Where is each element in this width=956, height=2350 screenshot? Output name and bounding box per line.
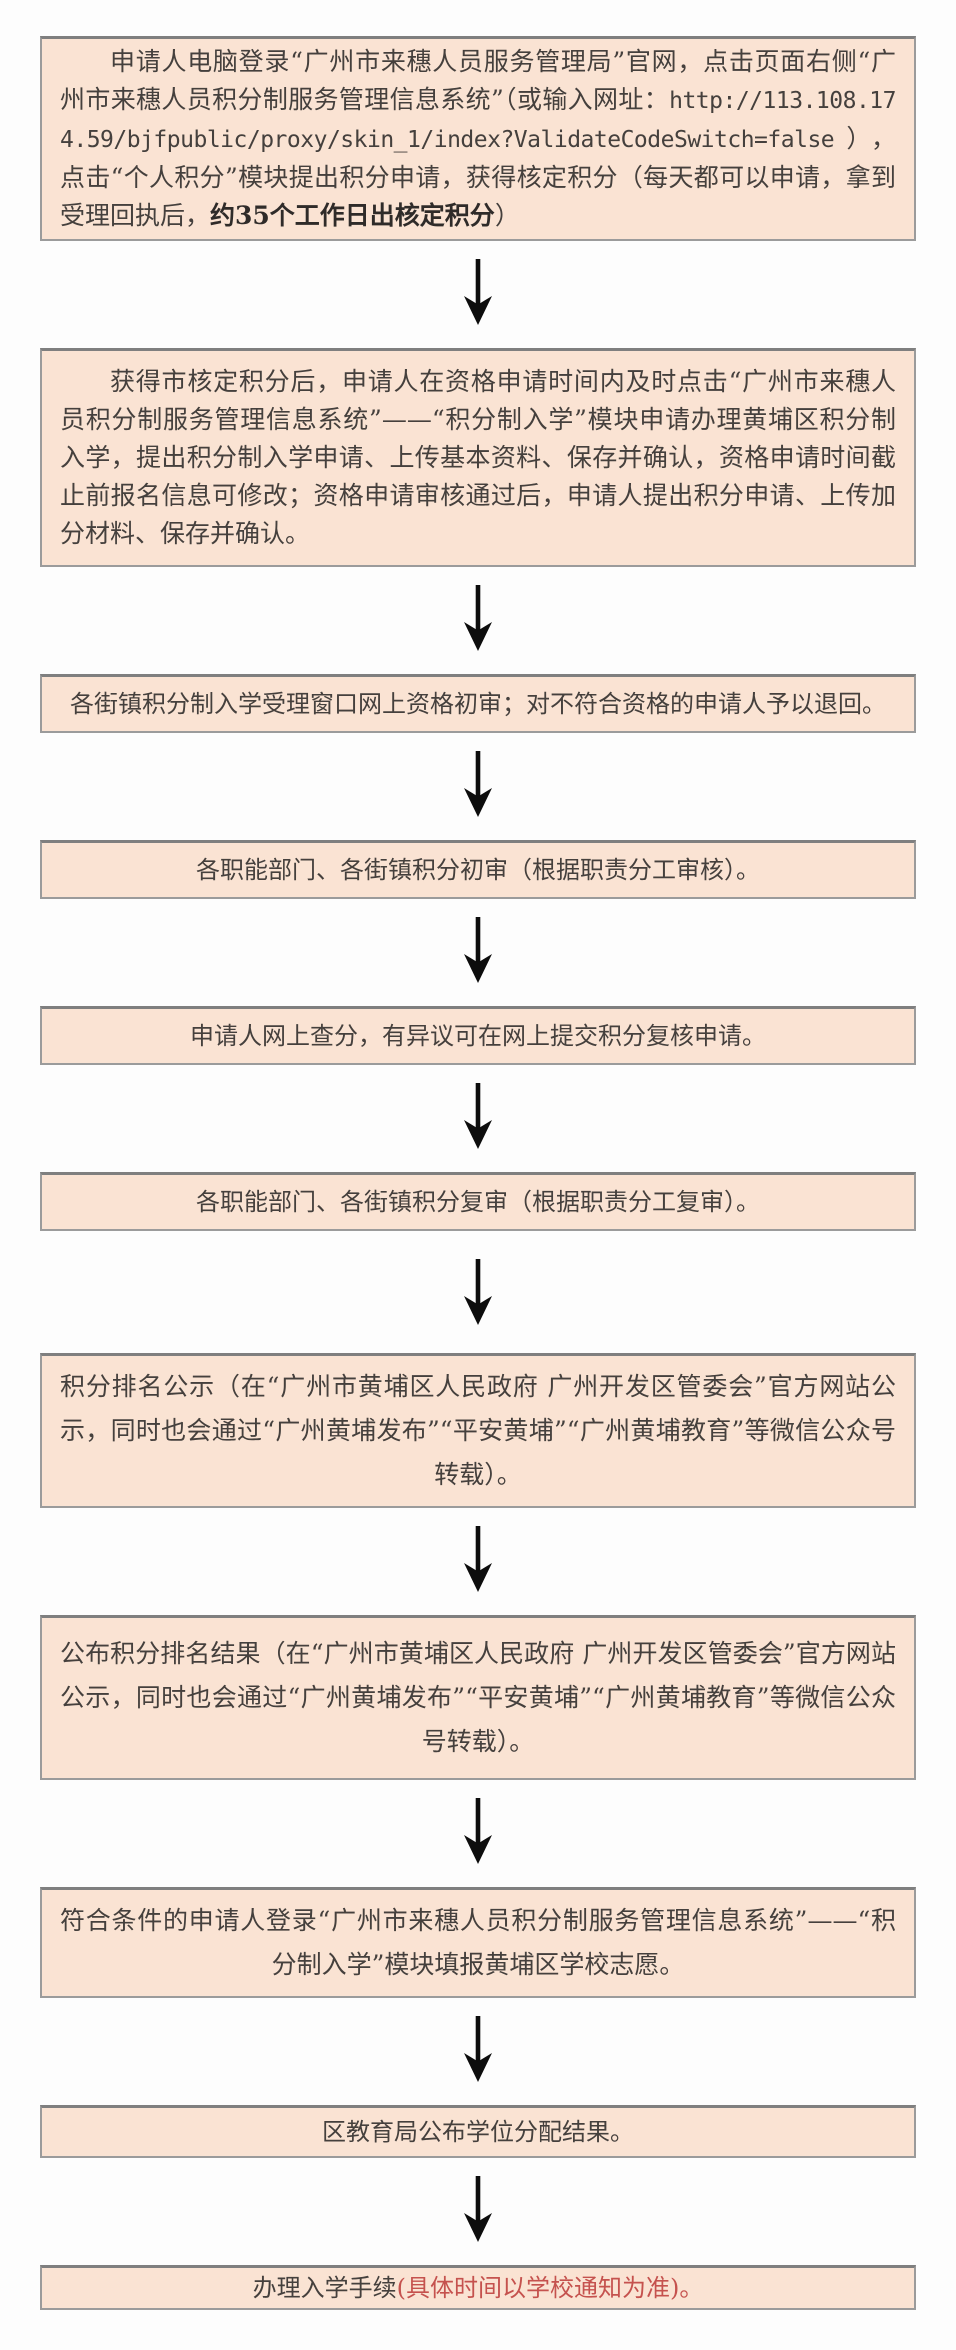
step-department-points-re-review: 各职能部门、各街镇积分复审（根据职责分工复审）。 <box>40 1172 916 1231</box>
flow-connector <box>40 1798 916 1864</box>
flow-arrow-down-icon <box>464 1083 492 1149</box>
step-text-segment: 符合条件的申请人登录“广州市来穗人员积分制服务管理信息系统”——“积分制入学”模… <box>60 1906 896 1979</box>
step-text-segment: ） <box>494 201 520 230</box>
step-text: 符合条件的申请人登录“广州市来穗人员积分制服务管理信息系统”——“积分制入学”模… <box>60 1899 896 1987</box>
flow-connector <box>40 1259 916 1325</box>
flow-connector <box>40 585 916 651</box>
flow-arrow-down-icon <box>464 1526 492 1592</box>
flow-arrow-down-icon <box>464 1259 492 1325</box>
flow-arrow-down-icon <box>464 1798 492 1864</box>
flow-arrow-down-icon <box>464 2176 492 2242</box>
step-text-segment: 申请人电脑登录“广州市来穗人员服务管理局”官网，点击页面右侧“广州市来穗人员积分… <box>60 47 896 114</box>
step-points-ranking-publicity: 积分排名公示（在“广州市黄埔区人民政府 广州开发区管委会”官方网站公示，同时也会… <box>40 1353 916 1508</box>
step-school-preference-filling: 符合条件的申请人登录“广州市来穗人员积分制服务管理信息系统”——“积分制入学”模… <box>40 1887 916 1998</box>
step-text: 各职能部门、各街镇积分复审（根据职责分工复审）。 <box>52 1187 904 1217</box>
system-url: http://113.108.174.59/bjfpublic/proxy/sk… <box>60 88 897 153</box>
step-text-segment: 各街镇积分制入学受理窗口网上资格初审；对不符合资格的申请人予以退回。 <box>70 690 886 718</box>
step-text: 各街镇积分制入学受理窗口网上资格初审；对不符合资格的申请人予以退回。 <box>52 689 904 719</box>
flow-connector <box>40 2016 916 2082</box>
flow-connector <box>40 751 916 817</box>
schedule-note-highlight: (具体时间以学校通知为准) <box>396 2274 680 2302</box>
step-text-segment: 各职能部门、各街镇积分复审（根据职责分工复审）。 <box>196 1188 760 1216</box>
flow-connector <box>40 1526 916 1592</box>
flow-arrow-down-icon <box>464 2016 492 2082</box>
step-text: 区教育局公布学位分配结果。 <box>52 2117 904 2147</box>
step-text: 各职能部门、各街镇积分初审（根据职责分工审核）。 <box>52 855 904 885</box>
flow-arrow-down-icon <box>464 259 492 325</box>
step-text: 积分排名公示（在“广州市黄埔区人民政府 广州开发区管委会”官方网站公示，同时也会… <box>60 1365 896 1497</box>
flow-arrow-down-icon <box>464 585 492 651</box>
step-text: 办理入学手续(具体时间以学校通知为准)。 <box>52 2273 904 2303</box>
step-text-segment: 积分排名公示（在“广州市黄埔区人民政府 广州开发区管委会”官方网站公示，同时也会… <box>60 1372 896 1489</box>
flow-arrow-down-icon <box>464 917 492 983</box>
flow-connector <box>40 259 916 325</box>
step-text-segment: 申请人网上查分，有异议可在网上提交积分复核申请。 <box>190 1022 766 1050</box>
step-city-points-application: 申请人电脑登录“广州市来穗人员服务管理局”官网，点击页面右侧“广州市来穗人员积分… <box>40 36 916 241</box>
flow-connector <box>40 917 916 983</box>
step-text: 公布积分排名结果（在“广州市黄埔区人民政府 广州开发区管委会”官方网站公示，同时… <box>60 1632 896 1764</box>
step-text: 申请人电脑登录“广州市来穗人员服务管理局”官网，点击页面右侧“广州市来穗人员积分… <box>60 43 897 235</box>
flow-arrow-down-icon <box>464 751 492 817</box>
step-text-segment: 获得市核定积分后，申请人在资格申请时间内及时点击“广州市来穗人员积分制服务管理信… <box>60 367 896 548</box>
flow-connector <box>40 1083 916 1149</box>
step-text: 获得市核定积分后，申请人在资格申请时间内及时点击“广州市来穗人员积分制服务管理信… <box>60 363 896 553</box>
step-text-segment: 公布积分排名结果（在“广州市黄埔区人民政府 广州开发区管委会”官方网站公示，同时… <box>60 1639 896 1756</box>
step-placement-result-announcement: 区教育局公布学位分配结果。 <box>40 2105 916 2158</box>
step-street-preliminary-qualification-review: 各街镇积分制入学受理窗口网上资格初审；对不符合资格的申请人予以退回。 <box>40 674 916 733</box>
step-text-segment: 区教育局公布学位分配结果。 <box>322 2118 634 2146</box>
step-text-segment: 办理入学手续 <box>252 2274 397 2302</box>
flow-connector <box>40 2176 916 2242</box>
step-text: 申请人网上查分，有异议可在网上提交积分复核申请。 <box>52 1021 904 1051</box>
step-text-segment: 各职能部门、各街镇积分初审（根据职责分工审核）。 <box>196 856 760 884</box>
step-points-ranking-result: 公布积分排名结果（在“广州市黄埔区人民政府 广州开发区管委会”官方网站公示，同时… <box>40 1615 916 1780</box>
step-enrollment-procedures: 办理入学手续(具体时间以学校通知为准)。 <box>40 2265 916 2310</box>
step-text-segment: ），点击“个人积分”模块提出积分申请，获得核定积分（每天都可以申请，拿到受理回执… <box>60 124 896 230</box>
step-online-score-check: 申请人网上查分，有异议可在网上提交积分复核申请。 <box>40 1006 916 1065</box>
step-department-preliminary-points-review: 各职能部门、各街镇积分初审（根据职责分工审核）。 <box>40 840 916 899</box>
step-text-segment: 。 <box>679 2274 704 2302</box>
working-days-highlight: 约35个工作日出核定积分 <box>210 201 495 230</box>
step-qualification-application: 获得市核定积分后，申请人在资格申请时间内及时点击“广州市来穗人员积分制服务管理信… <box>40 348 916 567</box>
